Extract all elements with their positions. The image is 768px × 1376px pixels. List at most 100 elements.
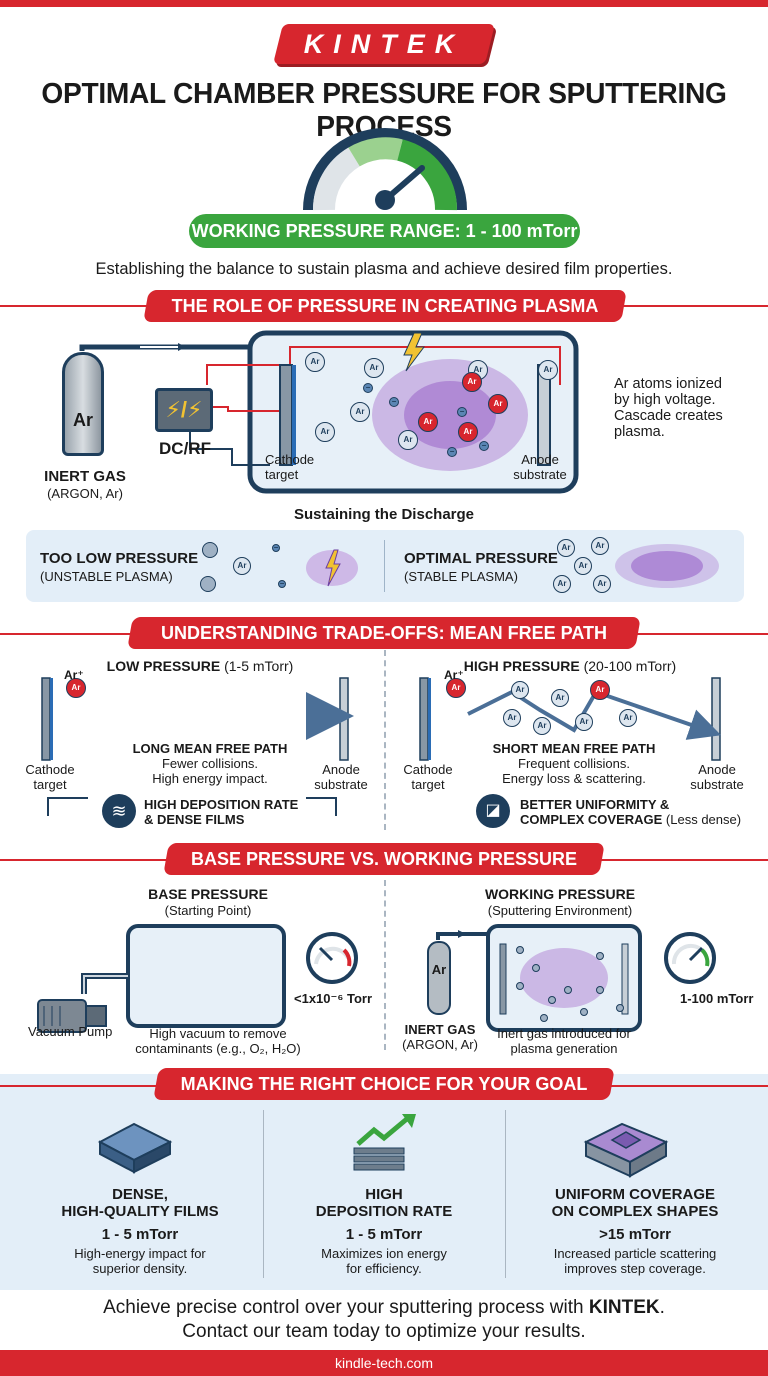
coverage-icon: ◪	[476, 794, 510, 828]
pressure-gauge-icon	[303, 128, 467, 211]
cta-line-1: Achieve precise control over your sputte…	[103, 1297, 665, 1318]
ar-atom: Ar	[503, 709, 521, 727]
goal-card-value: 1 - 5 mTorr	[345, 1226, 423, 1243]
electron: −	[447, 447, 457, 457]
ar-atom: Ar	[575, 713, 593, 731]
discharge-comparison-panel	[26, 530, 744, 602]
layers-icon: ≋	[102, 794, 136, 828]
ar-atom: Ar	[557, 539, 575, 557]
gas-cylinder-symbol: Ar	[431, 962, 447, 977]
card-divider	[505, 1110, 506, 1278]
anode-substrate-label: Anode substrate	[690, 762, 744, 792]
optimal-pressure-sub: (STABLE PLASMA)	[404, 569, 518, 584]
inert-gas-label: INERT GAS	[404, 1022, 476, 1037]
ar-ion: Ar	[446, 678, 466, 698]
column-divider	[384, 650, 386, 830]
vacuum-pump-label: Vacuum Pump	[28, 1024, 113, 1039]
ar-atom: Ar	[551, 689, 569, 707]
section-heading-goal: MAKING THE RIGHT CHOICE FOR YOUR GOAL	[153, 1068, 615, 1100]
goal-card-title: HIGH DEPOSITION RATE	[315, 1186, 453, 1220]
ar-atom: Ar	[533, 717, 551, 735]
electron: −	[278, 579, 286, 588]
ar-ion: Ar	[488, 394, 508, 414]
goal-card-desc: High-energy impact for superior density.	[74, 1246, 206, 1276]
goal-panel	[0, 1074, 768, 1290]
electron: −	[457, 407, 467, 417]
goal-card-value: >15 mTorr	[599, 1226, 671, 1243]
gas-particle	[580, 1008, 588, 1016]
long-mfp-desc: Fewer collisions. High energy impact.	[152, 756, 268, 786]
power-supply-label: DC/RF	[159, 439, 211, 458]
working-pressure-value: 1-100 mTorr	[680, 991, 754, 1006]
kintek-logo[interactable]: KINTEK	[273, 24, 495, 64]
top-accent-bar	[0, 0, 768, 7]
gas-particle	[516, 982, 524, 990]
base-pressure-desc: High vacuum to remove contaminants (e.g.…	[135, 1026, 301, 1056]
gas-cylinder-symbol: Ar	[72, 410, 93, 430]
ar-ion: Ar	[462, 372, 482, 392]
base-pressure-value: <1x10⁻⁶ Torr	[294, 991, 373, 1006]
footer-url-link[interactable]: kindle-tech.com	[0, 1350, 768, 1376]
inert-gas-sublabel: (ARGON, Ar)	[402, 1037, 478, 1052]
gas-particle	[540, 1014, 548, 1022]
column-divider	[384, 880, 386, 1050]
ar-atom: Ar	[305, 352, 325, 372]
card-divider	[263, 1110, 264, 1278]
gas-particle	[202, 542, 218, 558]
ionization-note: Ar atoms ionized by high voltage. Cascad…	[614, 376, 723, 440]
unstable-plasma-spark-icon	[306, 549, 358, 587]
mean-free-path-diagram	[41, 677, 722, 816]
cathode-target-label: Cathode target	[265, 452, 315, 482]
low-pressure-result: HIGH DEPOSITION RATE & DENSE FILMS	[144, 797, 299, 827]
gas-particle	[564, 986, 572, 994]
high-pressure-heading: HIGH PRESSURE (20-100 mTorr)	[463, 658, 677, 674]
ar-atom: Ar	[350, 402, 370, 422]
ar-ion: Ar	[418, 412, 438, 432]
gas-particle	[548, 996, 556, 1004]
plasma-chamber-diagram	[79, 330, 579, 494]
ar-atom: Ar	[619, 709, 637, 727]
gas-particle	[200, 576, 216, 592]
cta-line-2: Contact our team today to optimize your …	[182, 1321, 586, 1342]
low-pressure-heading: LOW PRESSURE (1-5 mTorr)	[106, 658, 294, 674]
ar-ion: Ar	[66, 678, 86, 698]
goal-card-desc: Maximizes ion energy for efficiency.	[321, 1246, 447, 1276]
goal-card-value: 1 - 5 mTorr	[101, 1226, 179, 1243]
ar-ion-label: Ar⁺	[64, 668, 84, 682]
deposition-rate-icon	[353, 1114, 416, 1171]
cathode-target-label: Cathode target	[25, 762, 75, 792]
too-low-pressure-sub: (UNSTABLE PLASMA)	[40, 569, 173, 584]
optimal-pressure-title: OPTIMAL PRESSURE	[404, 550, 558, 567]
power-supply-icon: ⚡/⚡	[155, 388, 213, 432]
anode-substrate-label: Anode substrate	[314, 762, 368, 792]
ar-ion-label: Ar⁺	[444, 668, 464, 682]
ar-atom: Ar	[398, 430, 418, 450]
goal-card-title: UNIFORM COVERAGE ON COMPLEX SHAPES	[551, 1186, 719, 1220]
section-heading-mfp: UNDERSTANDING TRADE-OFFS: MEAN FREE PATH	[127, 617, 641, 649]
cta-brand-link[interactable]: KINTEK	[588, 1297, 660, 1318]
goal-card-title: DENSE, HIGH-QUALITY FILMS	[61, 1186, 219, 1220]
stable-plasma-glow-icon	[615, 544, 719, 588]
inert-gas-sublabel: (ARGON, Ar)	[47, 486, 123, 501]
gas-particle	[532, 964, 540, 972]
ar-ion: Ar	[458, 422, 478, 442]
ar-atom: Ar	[574, 557, 592, 575]
too-low-pressure-title: TOO LOW PRESSURE	[40, 550, 199, 567]
ar-atom: Ar	[591, 537, 609, 555]
gas-particle	[596, 986, 604, 994]
gas-particle	[616, 1004, 624, 1012]
electron: −	[389, 397, 399, 407]
ar-atom: Ar	[315, 422, 335, 442]
ar-atom: Ar	[593, 575, 611, 593]
ar-atom: Ar	[233, 557, 251, 575]
dense-film-icon	[97, 1122, 173, 1174]
electron: −	[272, 543, 280, 552]
ar-atom: Ar	[364, 358, 384, 378]
section-heading-base-working: BASE PRESSURE VS. WORKING PRESSURE	[163, 843, 605, 875]
electron: −	[363, 383, 373, 393]
ar-ion: Ar	[590, 680, 610, 700]
working-pressure-desc: Inert gas introduced for plasma generati…	[497, 1026, 631, 1056]
ar-atom: Ar	[553, 575, 571, 593]
sustaining-discharge-title: Sustaining the Discharge	[293, 506, 475, 523]
ar-atom: Ar	[538, 360, 558, 380]
